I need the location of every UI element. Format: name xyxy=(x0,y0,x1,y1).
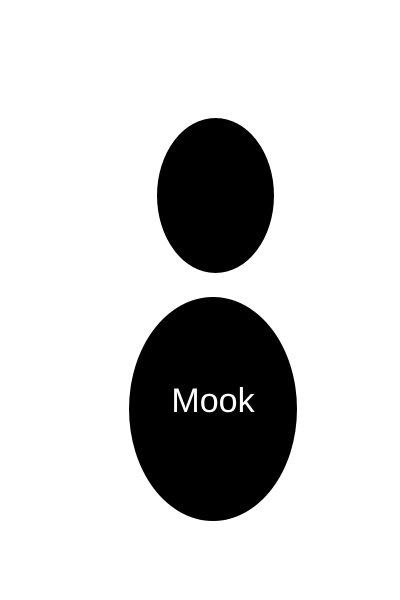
body-oval: Mook xyxy=(129,297,297,521)
figure-label: Mook xyxy=(171,382,255,420)
head-oval xyxy=(157,118,274,273)
